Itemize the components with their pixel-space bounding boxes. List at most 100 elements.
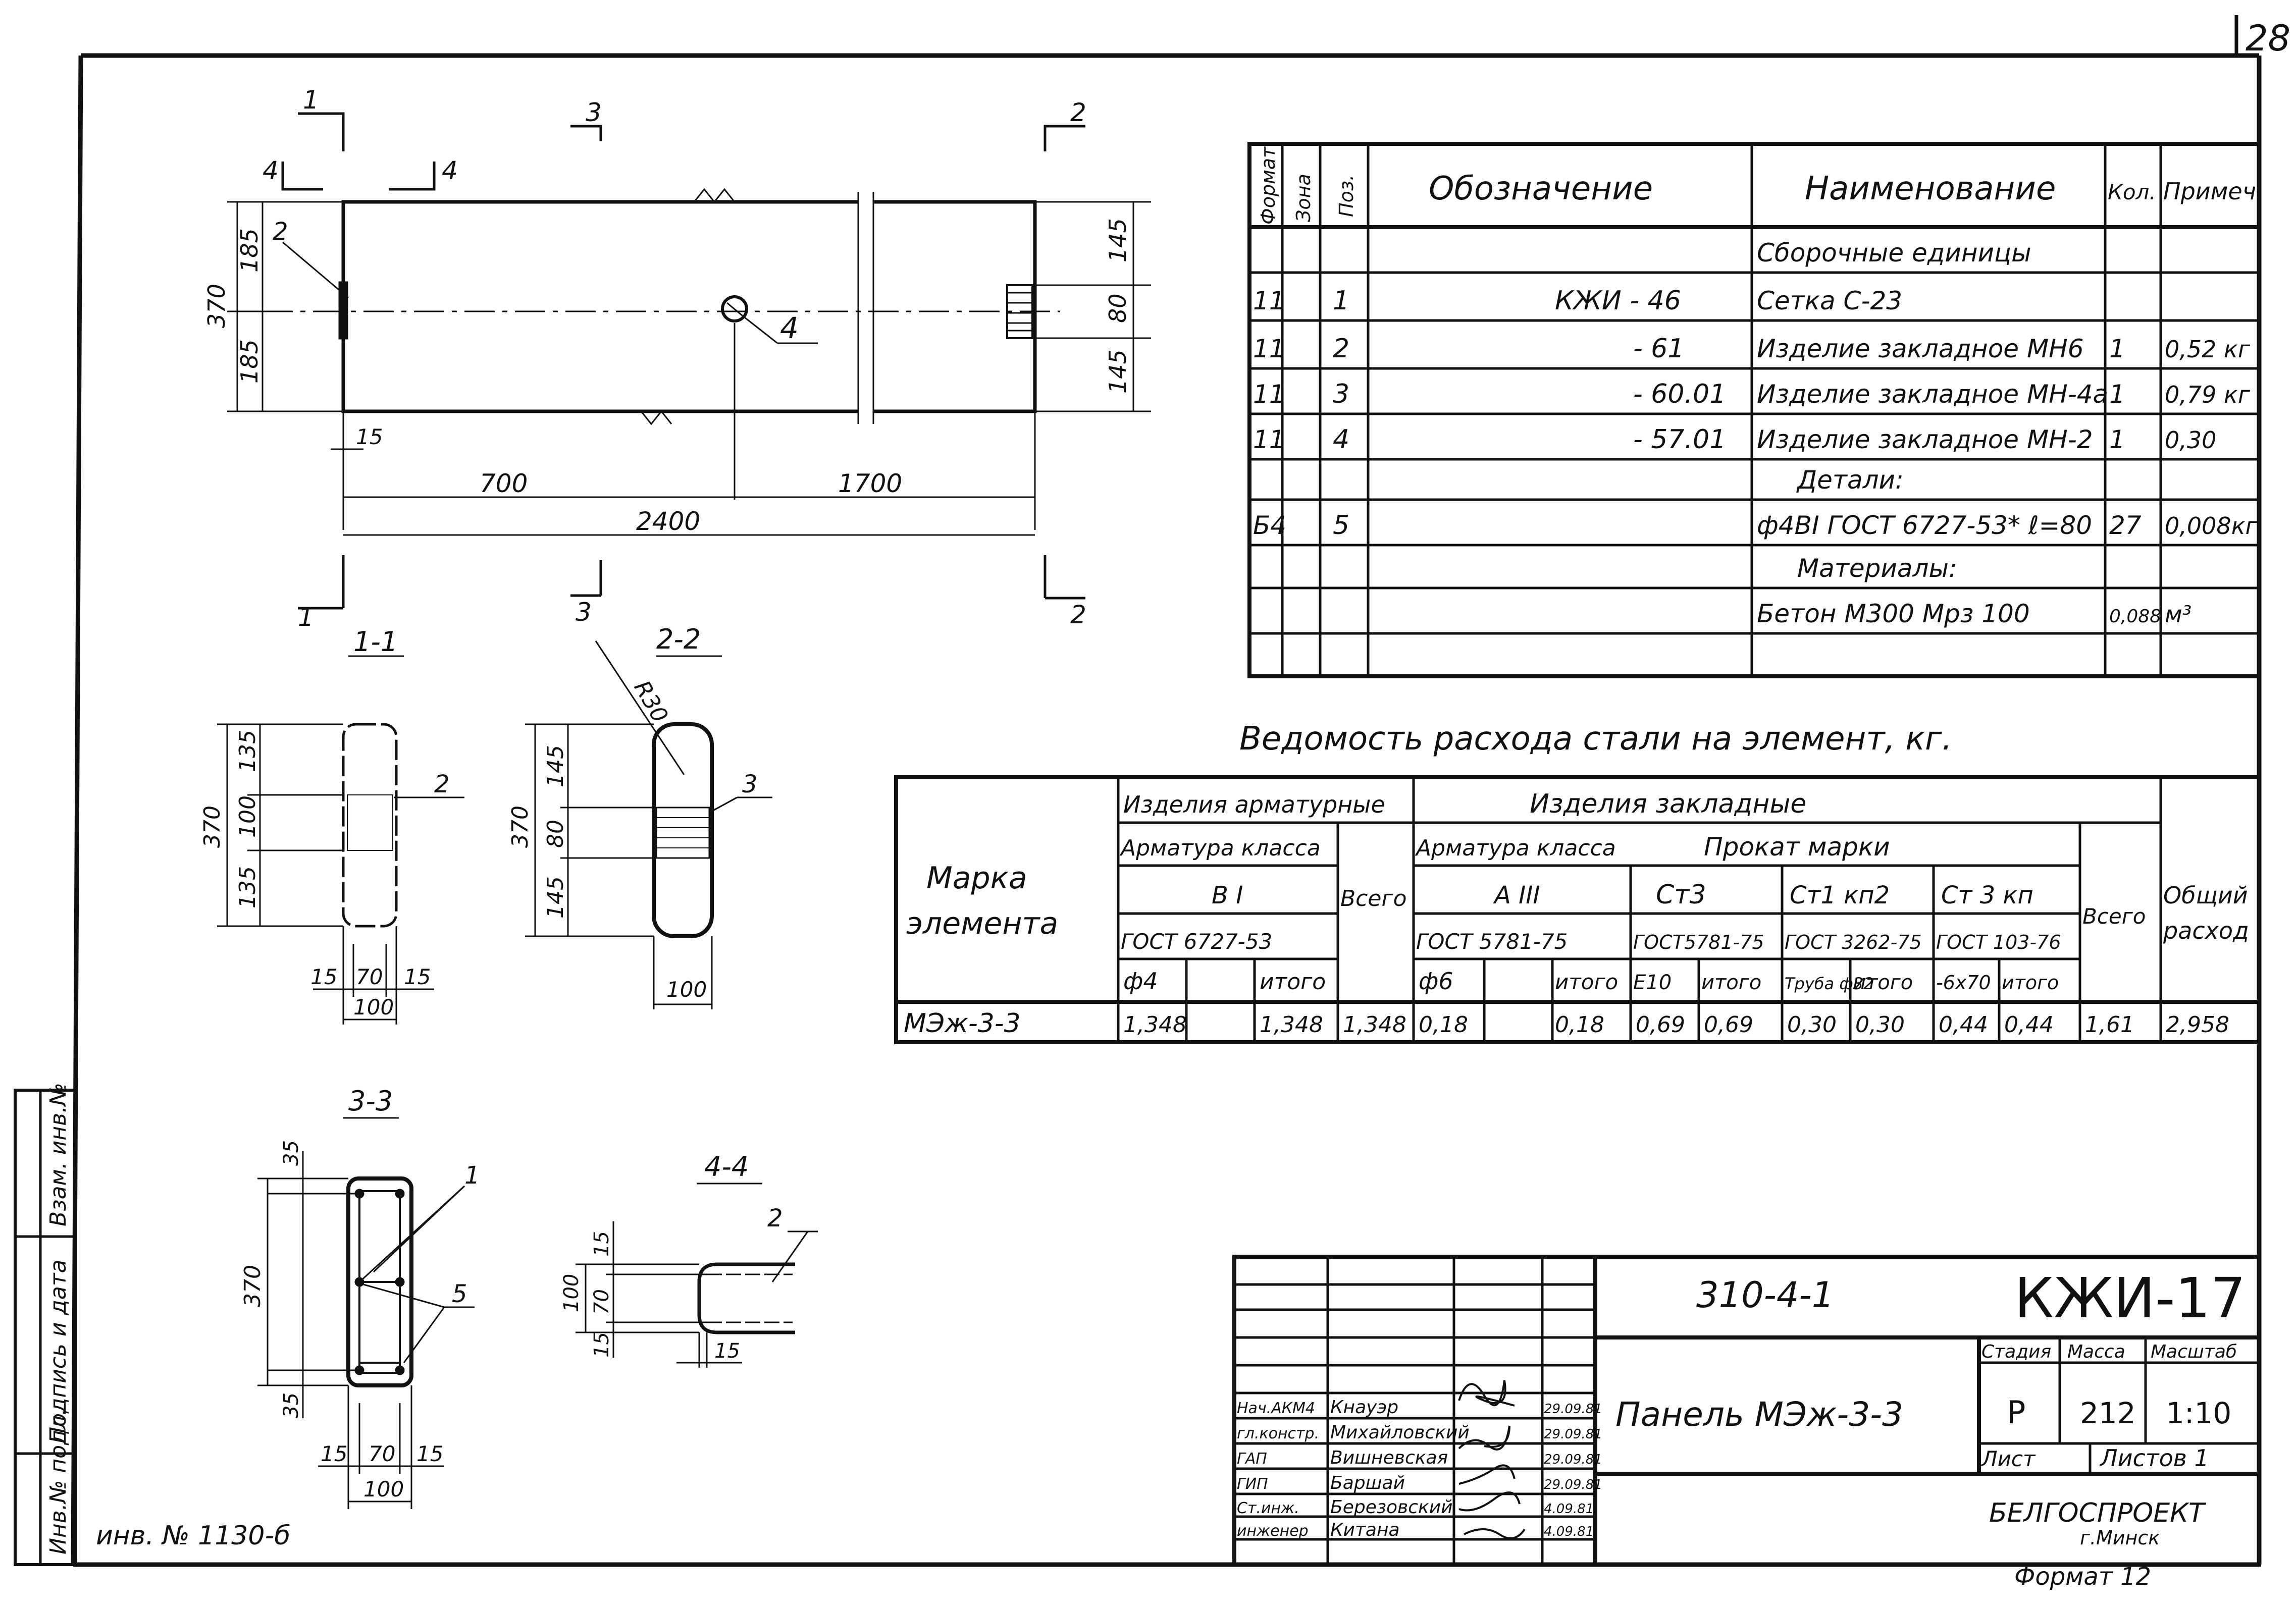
spec-row-name: Изделие закладное МН6 — [1757, 334, 2084, 363]
s33-dim-35-top: 35 — [280, 1140, 303, 1166]
plan-callout-2: 2 — [273, 218, 288, 246]
spec-row-pos: 5 — [1333, 510, 1349, 541]
s33-dim-35-bottom: 35 — [280, 1392, 303, 1418]
section-mark-3-top: 3 — [586, 98, 602, 127]
plan-callout-4: 4 — [780, 311, 799, 345]
steel-h-l10: Е10 — [1633, 971, 1672, 994]
s11-dim-70: 70 — [356, 964, 383, 989]
plan-dim-145-bottom: 145 — [1104, 349, 1131, 394]
steel-row-total2: 1,61 — [2085, 1012, 2134, 1038]
s44-callout: 2 — [767, 1204, 783, 1232]
section-mark-2-top: 2 — [1070, 98, 1086, 127]
steel-row-pipe: 0,30 — [1787, 1012, 1837, 1038]
plan-dim-185-top: 185 — [236, 228, 263, 273]
section-mark-1-top: 1 — [303, 85, 319, 115]
spec-row-format: 11 — [1253, 425, 1285, 454]
steel-h-mark-2: элемента — [906, 906, 1058, 941]
stamp-stage-label: Стадия — [1981, 1342, 2051, 1362]
spec-row-name: Бетон М300 Мрз 100 — [1757, 599, 2030, 628]
side-stamp-sign: Подпись и дата — [45, 1260, 71, 1443]
section-1-1: 1-1 2 370 135 100 135 15 70 15 100 — [199, 626, 464, 1025]
s22-dim-100: 100 — [666, 977, 707, 1002]
spec-header-name: Наименование — [1805, 170, 2056, 207]
steel-h-gost-st1: ГОСТ 3262-75 — [1785, 931, 1922, 953]
plan-dim-370: 370 — [203, 284, 230, 328]
spec-row-format: Б4 — [1253, 511, 1286, 540]
s33-callout-1: 1 — [464, 1161, 480, 1190]
spec-header-zone: Зона — [1292, 174, 1315, 222]
stamp-person-date: 29.09.81 — [1544, 1427, 1602, 1442]
spec-row-format: 11 — [1253, 334, 1285, 363]
spec-row-note: 0,79 кг — [2165, 381, 2251, 408]
steel-h-gost-a3: ГОСТ 5781-75 — [1416, 929, 1568, 954]
steel-h-gost-st3: ГОСТ5781-75 — [1633, 931, 1764, 953]
plan-dim-2400: 2400 — [636, 507, 700, 536]
spec-header-format: Формат — [1257, 146, 1279, 225]
steel-h-itogo5: итого — [2002, 972, 2059, 994]
stamp-person-role: Нач.АКМ4 — [1237, 1400, 1315, 1417]
side-stamp-replace: Взам. инв.№ — [45, 1083, 71, 1226]
stamp-person-role: инженер — [1237, 1522, 1309, 1540]
stamp-person-role: гл.констр. — [1237, 1425, 1319, 1442]
steel-row-overall: 2,958 — [2166, 1012, 2229, 1038]
s11-dim-100: 100 — [235, 795, 260, 838]
spec-row-format: 11 — [1253, 286, 1285, 315]
spec-row-qty: 27 — [2109, 511, 2142, 540]
title-block — [1232, 1255, 2261, 1567]
steel-h-itogo4: итого — [1853, 971, 1913, 994]
steel-row-d6: 0,18 — [1419, 1012, 1468, 1038]
s33-dim-370: 370 — [240, 1265, 266, 1307]
section-4-4: 4-4 2 15 70 100 15 15 — [560, 1151, 818, 1368]
section-2-2-callout: 3 — [742, 770, 758, 798]
s33-dim-100: 100 — [363, 1477, 404, 1501]
section-2-2: 2-2 R30 3 370 145 80 145 100 — [507, 623, 772, 1009]
spec-row-designation: - 61 — [1633, 334, 1684, 364]
plan-view: 2 4 370 185 185 145 80 145 15 700 1700 2… — [203, 85, 1151, 632]
plan-dim-80: 80 — [1104, 293, 1131, 323]
steel-h-armature-class: Арматура класса — [1119, 835, 1321, 861]
s33-dim-15-right: 15 — [416, 1441, 443, 1466]
s22-dim-145-top: 145 — [543, 745, 568, 787]
steel-h-band: -6х70 — [1936, 972, 1991, 994]
spec-row-pos: 3 — [1333, 379, 1349, 409]
steel-row-itogo1: 1,348 — [1260, 1012, 1323, 1038]
s22-dim-145-bottom: 145 — [543, 876, 568, 919]
page-number: 28 — [2246, 18, 2290, 59]
steel-h-st3kp: Ст 3 кп — [1941, 881, 2033, 909]
s11-dim-135-top: 135 — [235, 730, 260, 772]
steel-h-itogo3: итого — [1701, 971, 1761, 994]
spec-row-name: ф4ВI ГОСТ 6727-53* ℓ=80 — [1757, 511, 2092, 540]
s11-dim-15-left: 15 — [310, 964, 337, 989]
steel-row-band: 0,44 — [1939, 1012, 1988, 1038]
stamp-person-role: ГАП — [1237, 1450, 1267, 1468]
spec-header-pos: Поз. — [1335, 175, 1358, 217]
steel-h-overall-2: расход — [2163, 917, 2249, 944]
spec-header-note: Примеч. — [2163, 178, 2264, 205]
stamp-sheet-label: Лист — [1980, 1446, 2036, 1471]
steel-h-gost-b1: ГОСТ 6727-53 — [1121, 929, 1272, 954]
spec-row-designation: - 57.01 — [1633, 424, 1726, 455]
side-stamp-inv: Инв.№ подл. — [45, 1408, 71, 1554]
spec-row-note: 0,30 — [2165, 426, 2216, 454]
stamp-person-name: Кнауэр — [1330, 1397, 1398, 1418]
stamp-title: Панель МЭж-3-3 — [1615, 1395, 1903, 1434]
signatures — [1458, 1380, 1526, 1539]
spec-row-note: 0,008кг — [2165, 512, 2258, 540]
s44-dim-15-top: 15 — [590, 1231, 613, 1257]
s11-dim-100: 100 — [353, 995, 394, 1020]
s22-dim-80: 80 — [543, 820, 568, 848]
stamp-mass-label: Масса — [2067, 1342, 2125, 1362]
stamp-person-name: Михайловский — [1330, 1422, 1470, 1443]
steel-h-itogo2: итого — [1555, 970, 1618, 994]
steel-row-itogo5: 0,44 — [2004, 1012, 2054, 1038]
spec-row-name: Детали: — [1796, 465, 1904, 495]
steel-row-itogo2: 0,18 — [1555, 1012, 1604, 1038]
steel-row-itogo4: 0,30 — [1855, 1012, 1905, 1038]
steel-h-armature-items: Изделия арматурные — [1123, 791, 1385, 818]
stamp-mass: 212 — [2080, 1396, 2136, 1430]
stamp-person-role: Ст.инж. — [1237, 1499, 1299, 1517]
s44-dim-15-offset: 15 — [714, 1339, 740, 1363]
spec-row-pos: 4 — [1333, 424, 1349, 455]
section-3-3-title: 3-3 — [348, 1085, 393, 1117]
